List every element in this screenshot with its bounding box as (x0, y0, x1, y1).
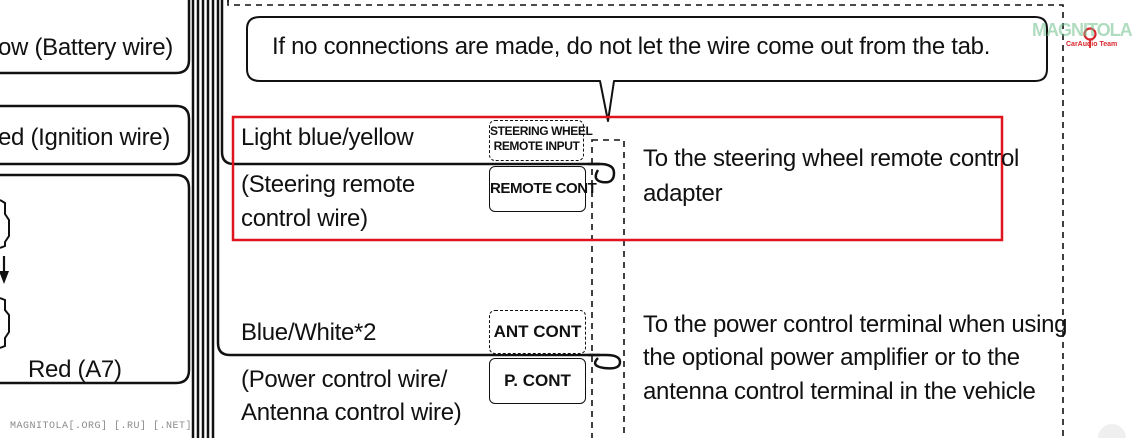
steering-wire-end-loop (588, 162, 616, 184)
power-wire-desc-line1: (Power control wire/ (241, 366, 448, 393)
power-target-line3: antenna control terminal in the vehicle (643, 378, 1036, 405)
power-wire-color-label: Blue/White*2 (241, 319, 377, 346)
ignition-wire-box (0, 104, 191, 166)
power-wire-end-loop (588, 353, 622, 370)
power-target-line2: the optional power amplifier or to the (643, 344, 1020, 371)
p-cont-box: P. CONT (489, 358, 586, 404)
dashed-frame (227, 0, 1064, 438)
steering-input-line1: STEERING WHEEL (490, 124, 593, 138)
watermark-logo-sub: CarAudio Team (1066, 41, 1118, 48)
red-wire-box (0, 173, 191, 385)
steering-wire-desc-line2: control wire) (241, 205, 368, 232)
connector-top-outline (0, 199, 10, 249)
ignition-wire-label: ed (Ignition wire) (0, 124, 171, 151)
red-a7-label: Red (A7) (28, 356, 122, 383)
steering-target-line2: adapter (643, 180, 723, 207)
watermark-logo: MAGNITOLA (1032, 20, 1133, 40)
steering-target-line1: To the steering wheel remote control (643, 145, 1020, 172)
callout-text: If no connections are made, do not let t… (272, 33, 991, 60)
power-target-line1: To the power control terminal when using (643, 311, 1068, 338)
steering-wheel-remote-input-box: STEERING WHEEL REMOTE INPUT (489, 120, 593, 161)
battery-wire-box (0, 0, 191, 75)
steering-wire-color-label: Light blue/yellow (241, 124, 414, 151)
callout-bubble (246, 16, 1048, 122)
power-wire-desc-line2: Antenna control wire) (241, 399, 462, 426)
ant-cont-box: ANT CONT (489, 310, 586, 354)
remote-cont-box: REMOTE CONT (489, 166, 597, 212)
watermark-footer: MAGNITOLA[.ORG] [.RU] [.NET] (10, 421, 193, 432)
steering-input-line2: REMOTE INPUT (493, 139, 580, 153)
battery-wire-label: ow (Battery wire) (0, 34, 173, 61)
power-control-wire (216, 0, 600, 357)
wire-tab (591, 139, 625, 438)
highlight-frame (231, 115, 1004, 242)
steering-wire-desc-line1: (Steering remote (241, 171, 415, 198)
connector-bottom-outline (0, 297, 10, 349)
